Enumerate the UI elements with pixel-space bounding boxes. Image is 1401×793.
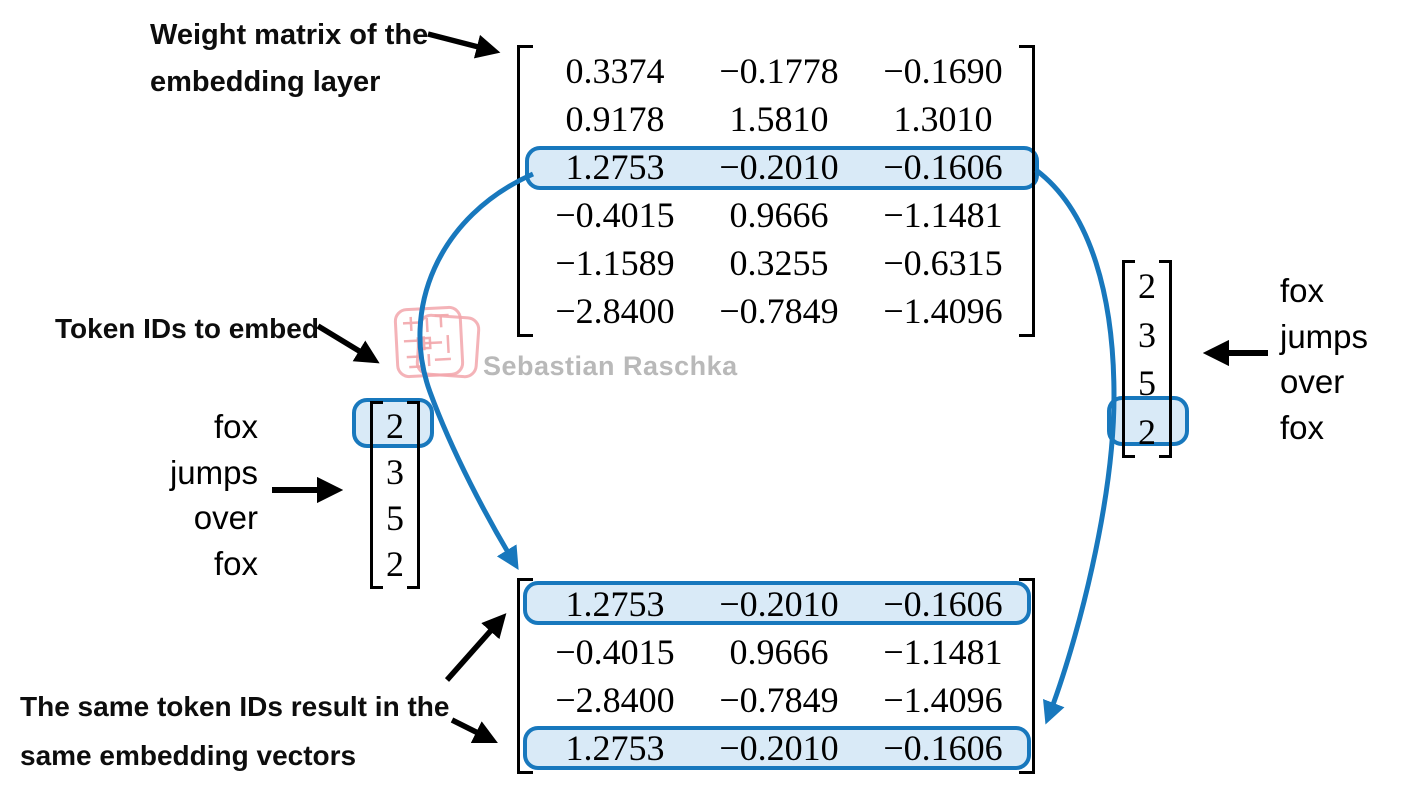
right-vector-highlight (1107, 396, 1189, 446)
curve-weightrow-to-outputrow4-icon (1034, 168, 1117, 725)
matrix-cell: 0.9666 (729, 195, 829, 235)
right-token-word: fox (1280, 408, 1325, 446)
matrix-row: −0.4015 0.9666 −1.1481 (533, 628, 1025, 676)
matrix-cell: −1.4096 (883, 291, 1003, 331)
watermark-logo-icon (393, 305, 487, 389)
matrix-row: −1.1589 0.3255 −0.6315 (533, 239, 1025, 287)
matrix-cell: −0.4015 (555, 195, 675, 235)
matrix-cell: −1.1481 (883, 195, 1003, 235)
matrix-cell: 0.9178 (565, 99, 665, 139)
matrix-row-highlighted: 1.2753 −0.2010 −0.1606 (533, 143, 1025, 191)
matrix-cell: −0.1606 (883, 584, 1003, 624)
matrix-cell: 1.3010 (893, 99, 993, 139)
vector-entry: 2 (1138, 266, 1156, 307)
watermark-text: Sebastian Raschka (483, 351, 738, 381)
left-vector-bracket-left (370, 401, 383, 589)
right-token-word: over (1280, 363, 1345, 400)
vector-entry: 3 (1138, 314, 1156, 355)
left-token-id-vector: 2 3 5 2 (352, 398, 434, 589)
matrix-cell: −0.2010 (719, 584, 839, 624)
right-token-word: fox (1280, 272, 1325, 309)
matrix-cell: −1.1589 (555, 243, 675, 283)
vector-entry: 5 (386, 498, 404, 538)
weight-matrix-label: Weight matrix of the embedding layer (150, 12, 428, 106)
matrix-cell: −0.2010 (719, 147, 839, 187)
matrix-cell: −0.1606 (883, 147, 1003, 187)
right-vector-bracket-right (1159, 260, 1172, 458)
weight-matrix: 0.3374 −0.1778 −0.1690 0.9178 1.5810 1.3… (517, 45, 1039, 337)
right-token-word: jumps (1280, 317, 1369, 355)
matrix-cell: 0.3374 (565, 51, 665, 91)
matrix-cell: 0.3255 (729, 243, 829, 283)
matrix-cell: −0.1606 (883, 728, 1003, 768)
matrix-cell: −1.1481 (883, 632, 1003, 672)
vector-entry: 2 (386, 406, 404, 446)
same-token-ids-label: The same token IDs result in the same em… (20, 682, 449, 780)
matrix-cell: −0.4015 (555, 632, 675, 672)
weight-matrix-highlight-row (525, 146, 1039, 190)
arrow-samelabel-to-row4-icon (450, 717, 498, 743)
matrix-cell: 1.2753 (565, 584, 665, 624)
matrix-cell: −2.8400 (555, 680, 675, 720)
weight-matrix-bracket-right (1019, 45, 1035, 337)
output-matrix-bracket-right (1019, 578, 1035, 774)
matrix-row-highlighted: 1.2753 −0.2010 −0.1606 (533, 724, 1025, 772)
arrow-samelabel-to-row1-icon (444, 613, 507, 682)
matrix-cell: −0.7849 (719, 291, 839, 331)
output-matrix-highlight-row1 (523, 581, 1031, 625)
right-token-id-vector: 2 3 5 2 (1107, 260, 1189, 458)
left-token-word: over (193, 499, 258, 536)
matrix-cell: −0.1690 (883, 51, 1003, 91)
vector-entry: 2 (1138, 411, 1156, 452)
matrix-cell: 1.2753 (565, 728, 665, 768)
matrix-row: 0.9178 1.5810 1.3010 (533, 95, 1025, 143)
matrix-row-highlighted: 1.2753 −0.2010 −0.1606 (533, 580, 1025, 628)
arrow-weightmatrix-label-icon (427, 31, 501, 59)
watermark-card-front-icon (393, 305, 465, 379)
right-token-words: fox jumps over fox (1280, 268, 1368, 450)
output-matrix-highlight-row4 (523, 726, 1031, 770)
matrix-cell: −0.6315 (883, 243, 1003, 283)
matrix-cell: 0.9666 (729, 632, 829, 672)
arrow-tokenids-label-icon (316, 323, 380, 364)
weight-matrix-label-line2: embedding layer (150, 66, 381, 98)
left-token-word: fox (213, 544, 258, 582)
weight-matrix-label-line1: Weight matrix of the (150, 19, 429, 51)
output-matrix-bracket-left (517, 578, 533, 774)
matrix-cell: 1.5810 (729, 99, 829, 139)
matrix-cell: −0.2010 (719, 728, 839, 768)
matrix-row: −0.4015 0.9666 −1.1481 (533, 191, 1025, 239)
output-embedding-matrix: 1.2753 −0.2010 −0.1606 −0.4015 0.9666 −1… (517, 578, 1035, 774)
matrix-cell: −0.7849 (719, 680, 839, 720)
matrix-row: −2.8400 −0.7849 −1.4096 (533, 287, 1025, 335)
same-token-ids-label-line1: The same token IDs result in the (20, 691, 450, 722)
matrix-row: 0.3374 −0.1778 −0.1690 (533, 47, 1025, 95)
vector-entry: 5 (1138, 363, 1156, 404)
matrix-cell: −2.8400 (555, 291, 675, 331)
vector-entry: 2 (386, 544, 404, 584)
vector-entry: 3 (386, 452, 404, 492)
left-token-word: fox (213, 408, 258, 445)
same-token-ids-label-line2: same embedding vectors (20, 740, 357, 771)
matrix-cell: −1.4096 (883, 680, 1003, 720)
watermark-circuit-icon (402, 313, 451, 369)
matrix-row: −2.8400 −0.7849 −1.4096 (533, 676, 1025, 724)
left-token-word: jumps (169, 453, 258, 491)
matrix-cell: 1.2753 (565, 147, 665, 187)
weight-matrix-bracket-left (517, 45, 533, 337)
matrix-cell: −0.1778 (719, 51, 839, 91)
right-vector-bracket-left (1122, 260, 1135, 458)
left-token-words: fox jumps over fox (60, 404, 258, 586)
token-ids-label: Token IDs to embed (55, 313, 319, 344)
